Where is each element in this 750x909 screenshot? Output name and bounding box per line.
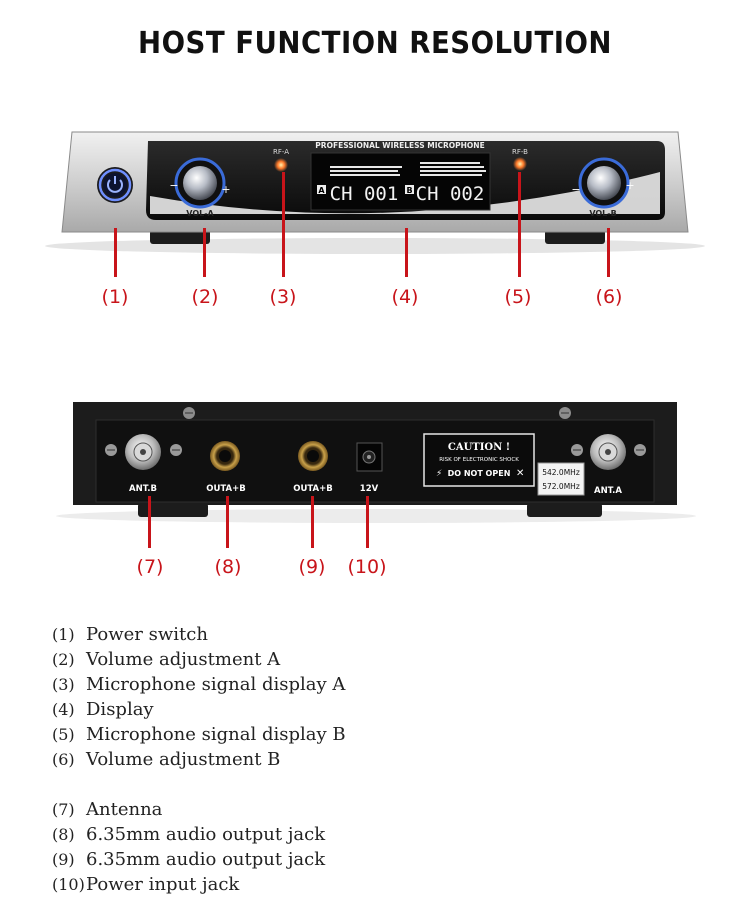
caution-warning: DO NOT OPEN — [448, 469, 511, 478]
callout-2: (2) — [191, 286, 219, 308]
callout-line-9 — [311, 496, 314, 548]
frequency-sticker — [537, 462, 585, 496]
caution-label — [423, 433, 535, 487]
lcd-a-tag: A — [318, 186, 325, 195]
callout-line-5 — [518, 172, 521, 277]
legend-item: (1)Power switch — [52, 624, 208, 645]
callout-3: (3) — [269, 286, 297, 308]
callout-4: (4) — [391, 286, 419, 308]
frequency-a: 542.0MHz — [542, 468, 580, 477]
rf-b-led — [513, 157, 527, 171]
rf-a-led — [274, 158, 288, 172]
knob-a-minus: − — [169, 179, 178, 192]
frequency-b: 572.0MHz — [542, 482, 580, 491]
callout-9: (9) — [298, 556, 326, 578]
out2-label: OUTA+B — [293, 484, 332, 494]
back-panel-illustration: CAUTION ! RISK OF ELECTRONIC SHOCK ⚡ DO … — [56, 402, 696, 523]
signal-meter-bars — [330, 162, 486, 176]
legend-item: (7)Antenna — [52, 799, 163, 820]
front-panel-illustration: − + VOL-A − + VOL-B RF-A RF-B PROFESSION… — [45, 131, 705, 254]
callout-line-3 — [282, 172, 285, 277]
callout-7: (7) — [136, 556, 164, 578]
tools-icon: ✕ — [516, 468, 524, 479]
volume-knob-b[interactable] — [578, 157, 630, 209]
vol-b-label: VOL-B — [589, 209, 616, 218]
back-foot-left — [138, 503, 208, 517]
output-jack-1[interactable] — [210, 441, 240, 471]
legend: (1)Power switch (2)Volume adjustment A (… — [52, 622, 346, 897]
callout-6: (6) — [595, 286, 623, 308]
callout-5: (5) — [504, 286, 532, 308]
power-switch[interactable] — [97, 167, 133, 203]
front-foot-left — [150, 230, 210, 244]
screw-icon — [105, 444, 117, 456]
knob-a-plus: + — [221, 183, 230, 196]
front-foot-right — [545, 230, 605, 244]
callout-line-1 — [114, 228, 117, 277]
screw-icon — [571, 444, 583, 456]
callout-line-2 — [203, 228, 206, 277]
callout-1: (1) — [101, 286, 129, 308]
screw-icon — [183, 407, 195, 419]
legend-item: (5)Microphone signal display B — [52, 724, 346, 745]
brand-text: PROFESSIONAL WIRELESS MICROPHONE — [315, 141, 484, 150]
legend-item: (8)6.35mm audio output jack — [52, 824, 326, 845]
vol-a-label: VOL-A — [186, 209, 214, 218]
out1-label: OUTA+B — [206, 484, 245, 494]
lcd-channel-a: CH 001 — [330, 183, 399, 205]
lcd-channel-b: CH 002 — [416, 183, 485, 205]
rf-b-label: RF-B — [512, 148, 528, 156]
callout-line-7 — [148, 496, 151, 548]
power-input-jack[interactable] — [356, 442, 383, 472]
page-title: HOST FUNCTION RESOLUTION — [138, 26, 612, 61]
callout-line-6 — [607, 228, 610, 277]
ant-b-label: ANT.B — [129, 484, 157, 494]
volume-knob-a[interactable] — [174, 157, 226, 209]
knob-b-minus: − — [571, 183, 580, 196]
callout-line-8 — [226, 496, 229, 548]
legend-item: (6)Volume adjustment B — [52, 749, 281, 770]
ant-a-label: ANT.A — [594, 486, 622, 496]
output-jack-2[interactable] — [298, 441, 328, 471]
antenna-a-connector[interactable] — [590, 434, 626, 470]
rf-a-label: RF-A — [273, 148, 289, 156]
lightning-icon: ⚡ — [436, 469, 442, 479]
screw-icon — [170, 444, 182, 456]
caution-subtitle: RISK OF ELECTRONIC SHOCK — [439, 457, 519, 463]
legend-item: (2)Volume adjustment A — [52, 649, 281, 670]
caution-title: CAUTION ! — [448, 442, 510, 453]
screw-icon — [559, 407, 571, 419]
legend-item: (4)Display — [52, 699, 154, 720]
callout-10: (10) — [347, 556, 387, 578]
callout-line-4 — [405, 228, 408, 277]
power-icon — [107, 179, 123, 193]
legend-item: (10)Power input jack — [52, 874, 240, 895]
power-label: 12V — [360, 484, 379, 494]
lcd-b-tag: B — [406, 186, 412, 195]
callout-line-10 — [366, 496, 369, 548]
knob-b-plus: + — [625, 179, 634, 192]
callout-8: (8) — [214, 556, 242, 578]
legend-item: (9)6.35mm audio output jack — [52, 849, 326, 870]
screw-icon — [634, 444, 646, 456]
antenna-b-connector[interactable] — [125, 434, 161, 470]
back-foot-right — [527, 503, 602, 517]
legend-item: (3)Microphone signal display A — [52, 674, 346, 695]
